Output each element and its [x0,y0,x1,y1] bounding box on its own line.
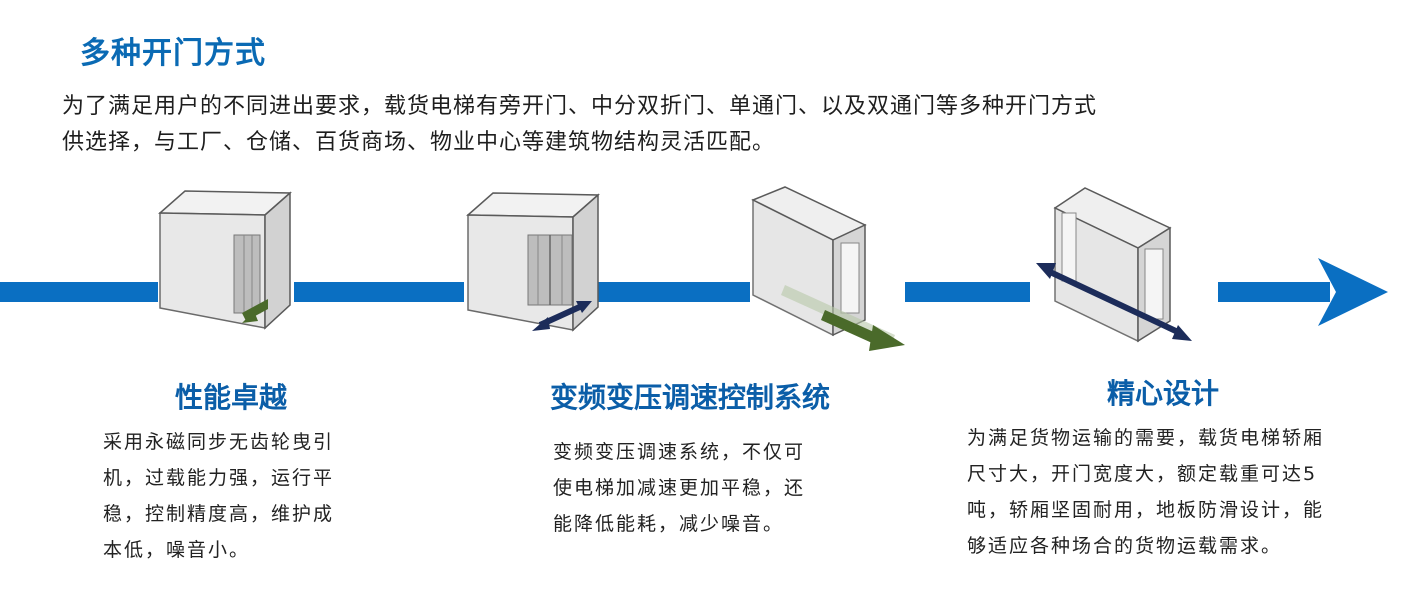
feature-text-line: 为满足货物运输的需要，载货电梯轿厢 [967,427,1325,449]
feature-text-line: 使电梯加减速更加平稳，还 [553,477,806,499]
arrow-right-icon [1318,258,1388,326]
feature-title-vvvf: 变频变压调速控制系统 [550,381,831,414]
feature-text-line: 本低，噪音小。 [103,539,251,561]
feature-description-design: 为满足货物运输的需要，载货电梯轿厢 尺寸大，开门宽度大，额定载重可达5 吨，轿厢… [967,420,1407,564]
double-entrance-cabin-icon [1036,187,1192,343]
center-opening-cabin-icon [466,192,600,332]
side-opening-cabin-icon [158,190,292,330]
feature-title-performance: 性能卓越 [175,381,288,414]
feature-text-line: 尺寸大，开门宽度大，额定载重可达5 [967,463,1318,485]
intro-text-line-2: 供选择，与工厂、仓储、百货商场、物业中心等建筑物结构灵活匹配。 [62,130,776,155]
feature-text-line: 机，过载能力强，运行平 [103,467,335,489]
feature-description-performance: 采用永磁同步无齿轮曳引 机，过载能力强，运行平 稳，控制精度高，维护成 本低，噪… [103,424,403,568]
feature-text-line: 能降低能耗，减少噪音。 [553,513,785,535]
feature-description-vvvf: 变频变压调速系统，不仅可 使电梯加减速更加平稳，还 能降低能耗，减少噪音。 [553,434,873,542]
feature-text-line: 够适应各种场合的货物运载需求。 [967,535,1283,557]
timeline-bar-segment [0,282,158,302]
timeline-bar-segment [294,282,464,302]
timeline-bar-segment [905,282,1030,302]
feature-text-line: 变频变压调速系统，不仅可 [553,441,806,463]
feature-title-design: 精心设计 [1107,377,1220,410]
feature-text-line: 吨，轿厢坚固耐用，地板防滑设计，能 [967,499,1325,521]
feature-text-line: 稳，控制精度高，维护成 [103,503,335,525]
timeline-bar-segment [598,282,750,302]
timeline-bar-segment [1218,282,1330,302]
single-entrance-cabin-icon [751,186,905,351]
feature-text-line: 采用永磁同步无齿轮曳引 [103,431,335,453]
page-title: 多种开门方式 [80,36,266,71]
intro-text-line-1: 为了满足用户的不同进出要求，载货电梯有旁开门、中分双折门、单通门、以及双通门等多… [62,94,1098,119]
